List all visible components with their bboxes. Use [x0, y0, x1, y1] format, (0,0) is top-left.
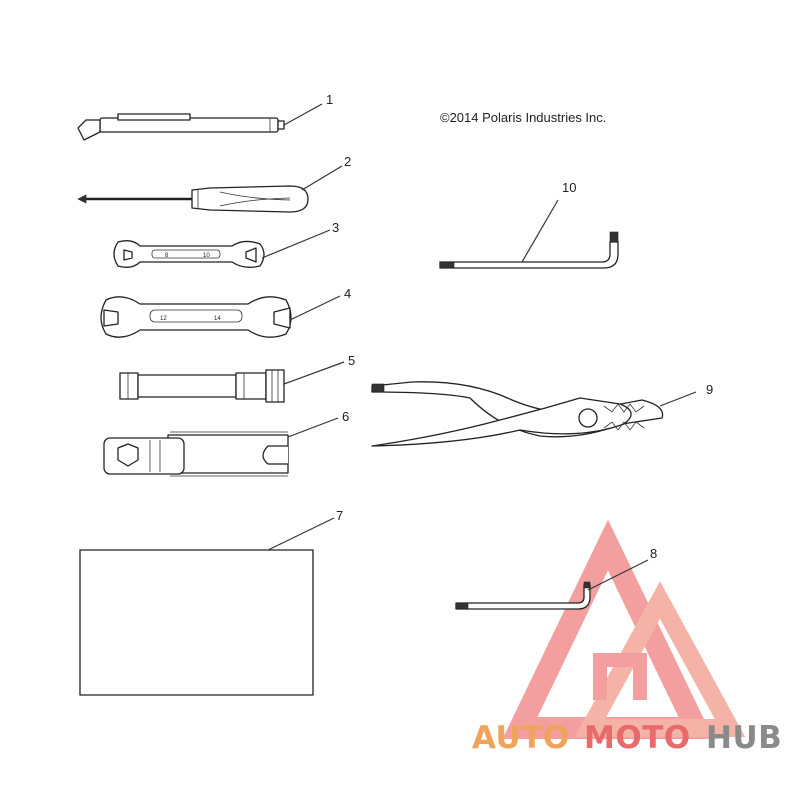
callout-9: 9 [706, 382, 713, 397]
callout-5: 5 [348, 353, 355, 368]
part-9-pliers: 9 [371, 381, 713, 447]
wrench-large-size-a: 12 [160, 316, 167, 322]
callout-4: 4 [344, 286, 351, 301]
callout-6: 6 [342, 409, 349, 424]
copyright-text: ©2014 Polaris Industries Inc. [440, 110, 606, 125]
wrench-small-size-a: 8 [165, 253, 169, 259]
watermark-part-auto: AUTO [472, 720, 570, 756]
part-5-socket: 5 [119, 353, 355, 403]
callout-7: 7 [336, 508, 343, 523]
callout-8: 8 [650, 546, 657, 561]
part-6-handle: 6 [103, 409, 349, 477]
part-3-wrench-small: 8 10 3 [113, 220, 339, 268]
part-7-booklet: 7 [79, 508, 343, 696]
wrench-small-size-b: 10 [203, 253, 210, 259]
watermark-text: AUTO MOTO HUB [472, 720, 782, 756]
callout-10: 10 [562, 180, 576, 195]
part-4-wrench-large: 12 14 4 [100, 286, 351, 338]
callout-1: 1 [326, 92, 333, 107]
part-1-tool: 1 [77, 92, 333, 141]
watermark-part-moto: MOTO [584, 720, 691, 756]
callout-2: 2 [344, 154, 351, 169]
wrench-large-size-b: 14 [214, 316, 221, 322]
watermark-part-hub: HUB [706, 720, 782, 756]
part-8-hex-key: 8 [455, 546, 657, 610]
watermark-logo [502, 519, 746, 739]
part-10-hex-key: 10 [439, 180, 619, 269]
part-2-screwdriver: 2 [77, 154, 351, 213]
callout-3: 3 [332, 220, 339, 235]
